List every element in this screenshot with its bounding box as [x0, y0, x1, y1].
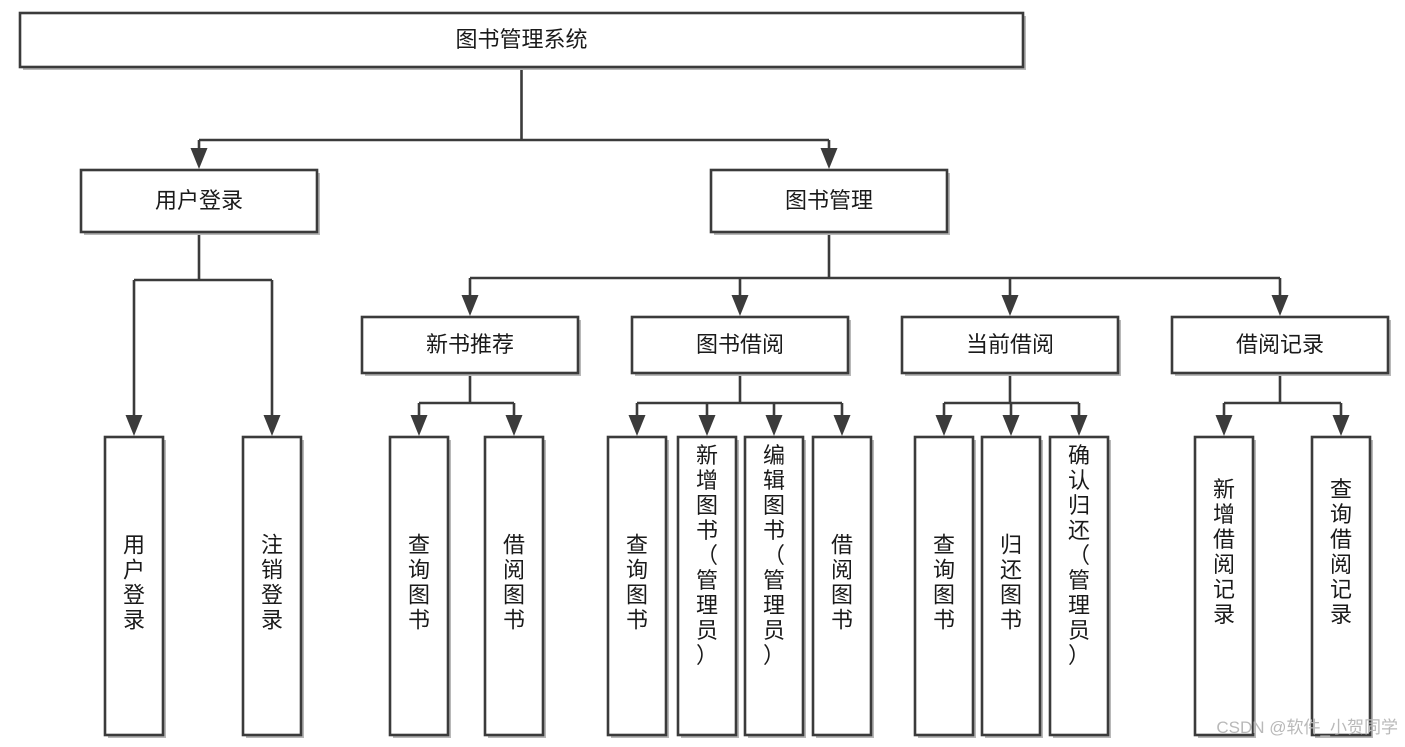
node-label: 图书管理系统: [455, 27, 587, 52]
watermark-label: CSDN @软件_小贺同学: [1216, 718, 1398, 737]
node-label: 用户登录: [123, 533, 145, 633]
arrow-head-icon: [935, 415, 953, 436]
node-box[interactable]: [1048, 435, 1110, 737]
arrow-head-icon: [1070, 415, 1088, 436]
node-leaf-add-record[interactable]: 新增借阅记录: [1193, 435, 1256, 738]
node-box[interactable]: [913, 435, 975, 737]
node-box[interactable]: [79, 168, 319, 234]
node-box[interactable]: [1193, 435, 1255, 737]
arrow-head-icon: [1332, 415, 1350, 436]
node-box[interactable]: [811, 435, 873, 737]
node-box[interactable]: [1170, 315, 1390, 375]
node-label: 查询借阅记录: [1330, 477, 1352, 627]
node-label: 注销登录: [261, 533, 283, 633]
node-box[interactable]: [709, 168, 949, 234]
node-box[interactable]: [606, 435, 668, 737]
node-leaf-borrow-book-1[interactable]: 借阅图书: [483, 435, 546, 738]
node-leaf-add-book[interactable]: 新增图书（管理员）: [676, 435, 739, 738]
node-label: 查询图书: [933, 533, 955, 633]
arrow-head-icon: [190, 148, 208, 169]
node-label: 新增图书（管理员）: [696, 443, 718, 668]
node-box[interactable]: [18, 11, 1025, 69]
node-label: 新增借阅记录: [1213, 477, 1235, 627]
node-label: 图书管理: [785, 188, 873, 213]
connector-layer: [125, 67, 1350, 436]
node-box[interactable]: [1310, 435, 1372, 737]
node-label: 编辑图书（管理员）: [763, 443, 785, 668]
arrow-head-icon: [833, 415, 851, 436]
node-label: 借阅图书: [503, 533, 525, 633]
arrow-head-icon: [125, 415, 143, 436]
arrow-head-icon: [820, 148, 838, 169]
arrow-head-icon: [628, 415, 646, 436]
node-leaf-query-record[interactable]: 查询借阅记录: [1310, 435, 1373, 738]
node-label: 新书推荐: [426, 332, 514, 357]
node-leaf-edit-book[interactable]: 编辑图书（管理员）: [743, 435, 806, 738]
node-box[interactable]: [388, 435, 450, 737]
arrow-head-icon: [1002, 415, 1020, 436]
node-current-borrow[interactable]: 当前借阅: [900, 315, 1121, 376]
node-new-book-rec[interactable]: 新书推荐: [360, 315, 581, 376]
node-leaf-borrow-book-2[interactable]: 借阅图书: [811, 435, 874, 738]
node-box[interactable]: [676, 435, 738, 737]
node-leaf-confirm-return[interactable]: 确认归还（管理员）: [1048, 435, 1111, 738]
arrow-head-icon: [1271, 295, 1289, 316]
node-leaf-query-book-1[interactable]: 查询图书: [388, 435, 451, 738]
node-box[interactable]: [360, 315, 580, 375]
node-label: 确认归还（管理员）: [1068, 443, 1090, 668]
node-box[interactable]: [103, 435, 165, 737]
arrow-head-icon: [263, 415, 281, 436]
arrow-head-icon: [765, 415, 783, 436]
arrow-head-icon: [461, 295, 479, 316]
arrow-head-icon: [1001, 295, 1019, 316]
node-box[interactable]: [900, 315, 1120, 375]
node-box[interactable]: [241, 435, 303, 737]
node-leaf-logout[interactable]: 注销登录: [241, 435, 304, 738]
arrow-head-icon: [1215, 415, 1233, 436]
node-box[interactable]: [980, 435, 1042, 737]
node-box[interactable]: [483, 435, 545, 737]
arrow-head-icon: [505, 415, 523, 436]
node-borrow-record[interactable]: 借阅记录: [1170, 315, 1391, 376]
node-label: 借阅记录: [1236, 332, 1324, 357]
node-box[interactable]: [630, 315, 850, 375]
node-leaf-query-book-2[interactable]: 查询图书: [606, 435, 669, 738]
node-book-borrow[interactable]: 图书借阅: [630, 315, 851, 376]
node-label: 用户登录: [155, 188, 243, 213]
node-book-manage[interactable]: 图书管理: [709, 168, 950, 235]
node-label: 图书借阅: [696, 332, 784, 357]
node-user-login[interactable]: 用户登录: [79, 168, 320, 235]
node-label: 归还图书: [1000, 533, 1022, 633]
node-box[interactable]: [743, 435, 805, 737]
node-label: 查询图书: [626, 533, 648, 633]
node-layer: 图书管理系统用户登录图书管理新书推荐图书借阅当前借阅借阅记录用户登录注销登录查询…: [18, 11, 1391, 738]
arrow-head-icon: [698, 415, 716, 436]
node-leaf-query-book-3[interactable]: 查询图书: [913, 435, 976, 738]
arrow-head-icon: [410, 415, 428, 436]
node-root[interactable]: 图书管理系统: [18, 11, 1026, 70]
arrow-head-icon: [731, 295, 749, 316]
node-label: 当前借阅: [966, 332, 1054, 357]
node-label: 查询图书: [408, 533, 430, 633]
node-leaf-user-login[interactable]: 用户登录: [103, 435, 166, 738]
node-leaf-return-book[interactable]: 归还图书: [980, 435, 1043, 738]
node-label: 借阅图书: [831, 533, 853, 633]
